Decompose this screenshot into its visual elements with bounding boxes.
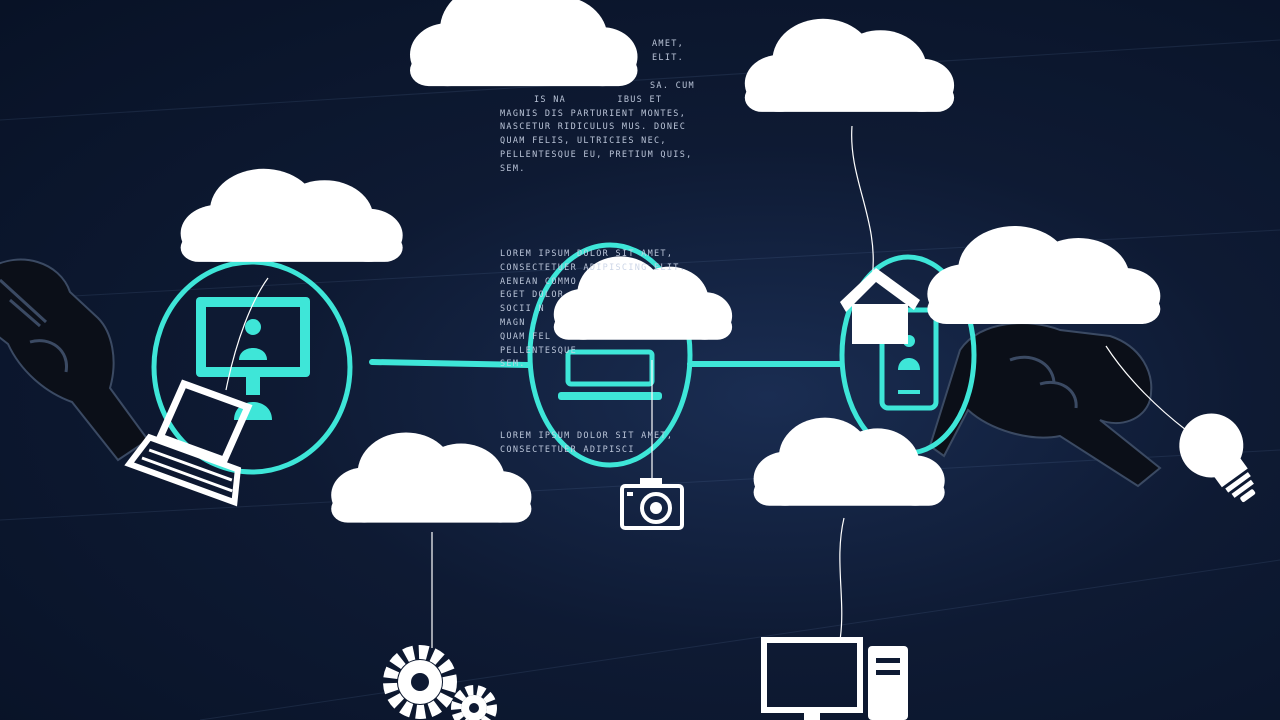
desktop-computer-icon [761, 637, 908, 720]
laptop-icon [124, 379, 253, 507]
hand-holding-icon [928, 322, 1162, 488]
cloud-top-center [410, 0, 638, 87]
smartphone-user-icon [879, 307, 939, 411]
cloud-bottom-right [753, 417, 945, 506]
text-block-4: LOREM IPSUM DOLOR SIT AMET,CONSECTETUER … [500, 431, 674, 455]
camera-icon [620, 478, 684, 530]
hanging-strings [225, 125, 1187, 648]
monitor-user-icon [196, 297, 310, 420]
lightbulb-icon [1179, 413, 1256, 503]
node-middle [527, 242, 693, 468]
node-left [151, 259, 353, 475]
gears-icon [383, 645, 497, 720]
network-links [369, 359, 843, 368]
text-block-1: AMET,ELIT. [652, 39, 685, 63]
text-block-3: LOREM IPSUM DOLOR SIT AMET,CONSECTETUER … [500, 249, 687, 370]
cloud-top-right [744, 18, 955, 112]
hand-pointing-icon [0, 258, 150, 462]
house-icon [840, 268, 920, 344]
cloud-right [927, 226, 1161, 324]
cloud-left [180, 168, 403, 262]
